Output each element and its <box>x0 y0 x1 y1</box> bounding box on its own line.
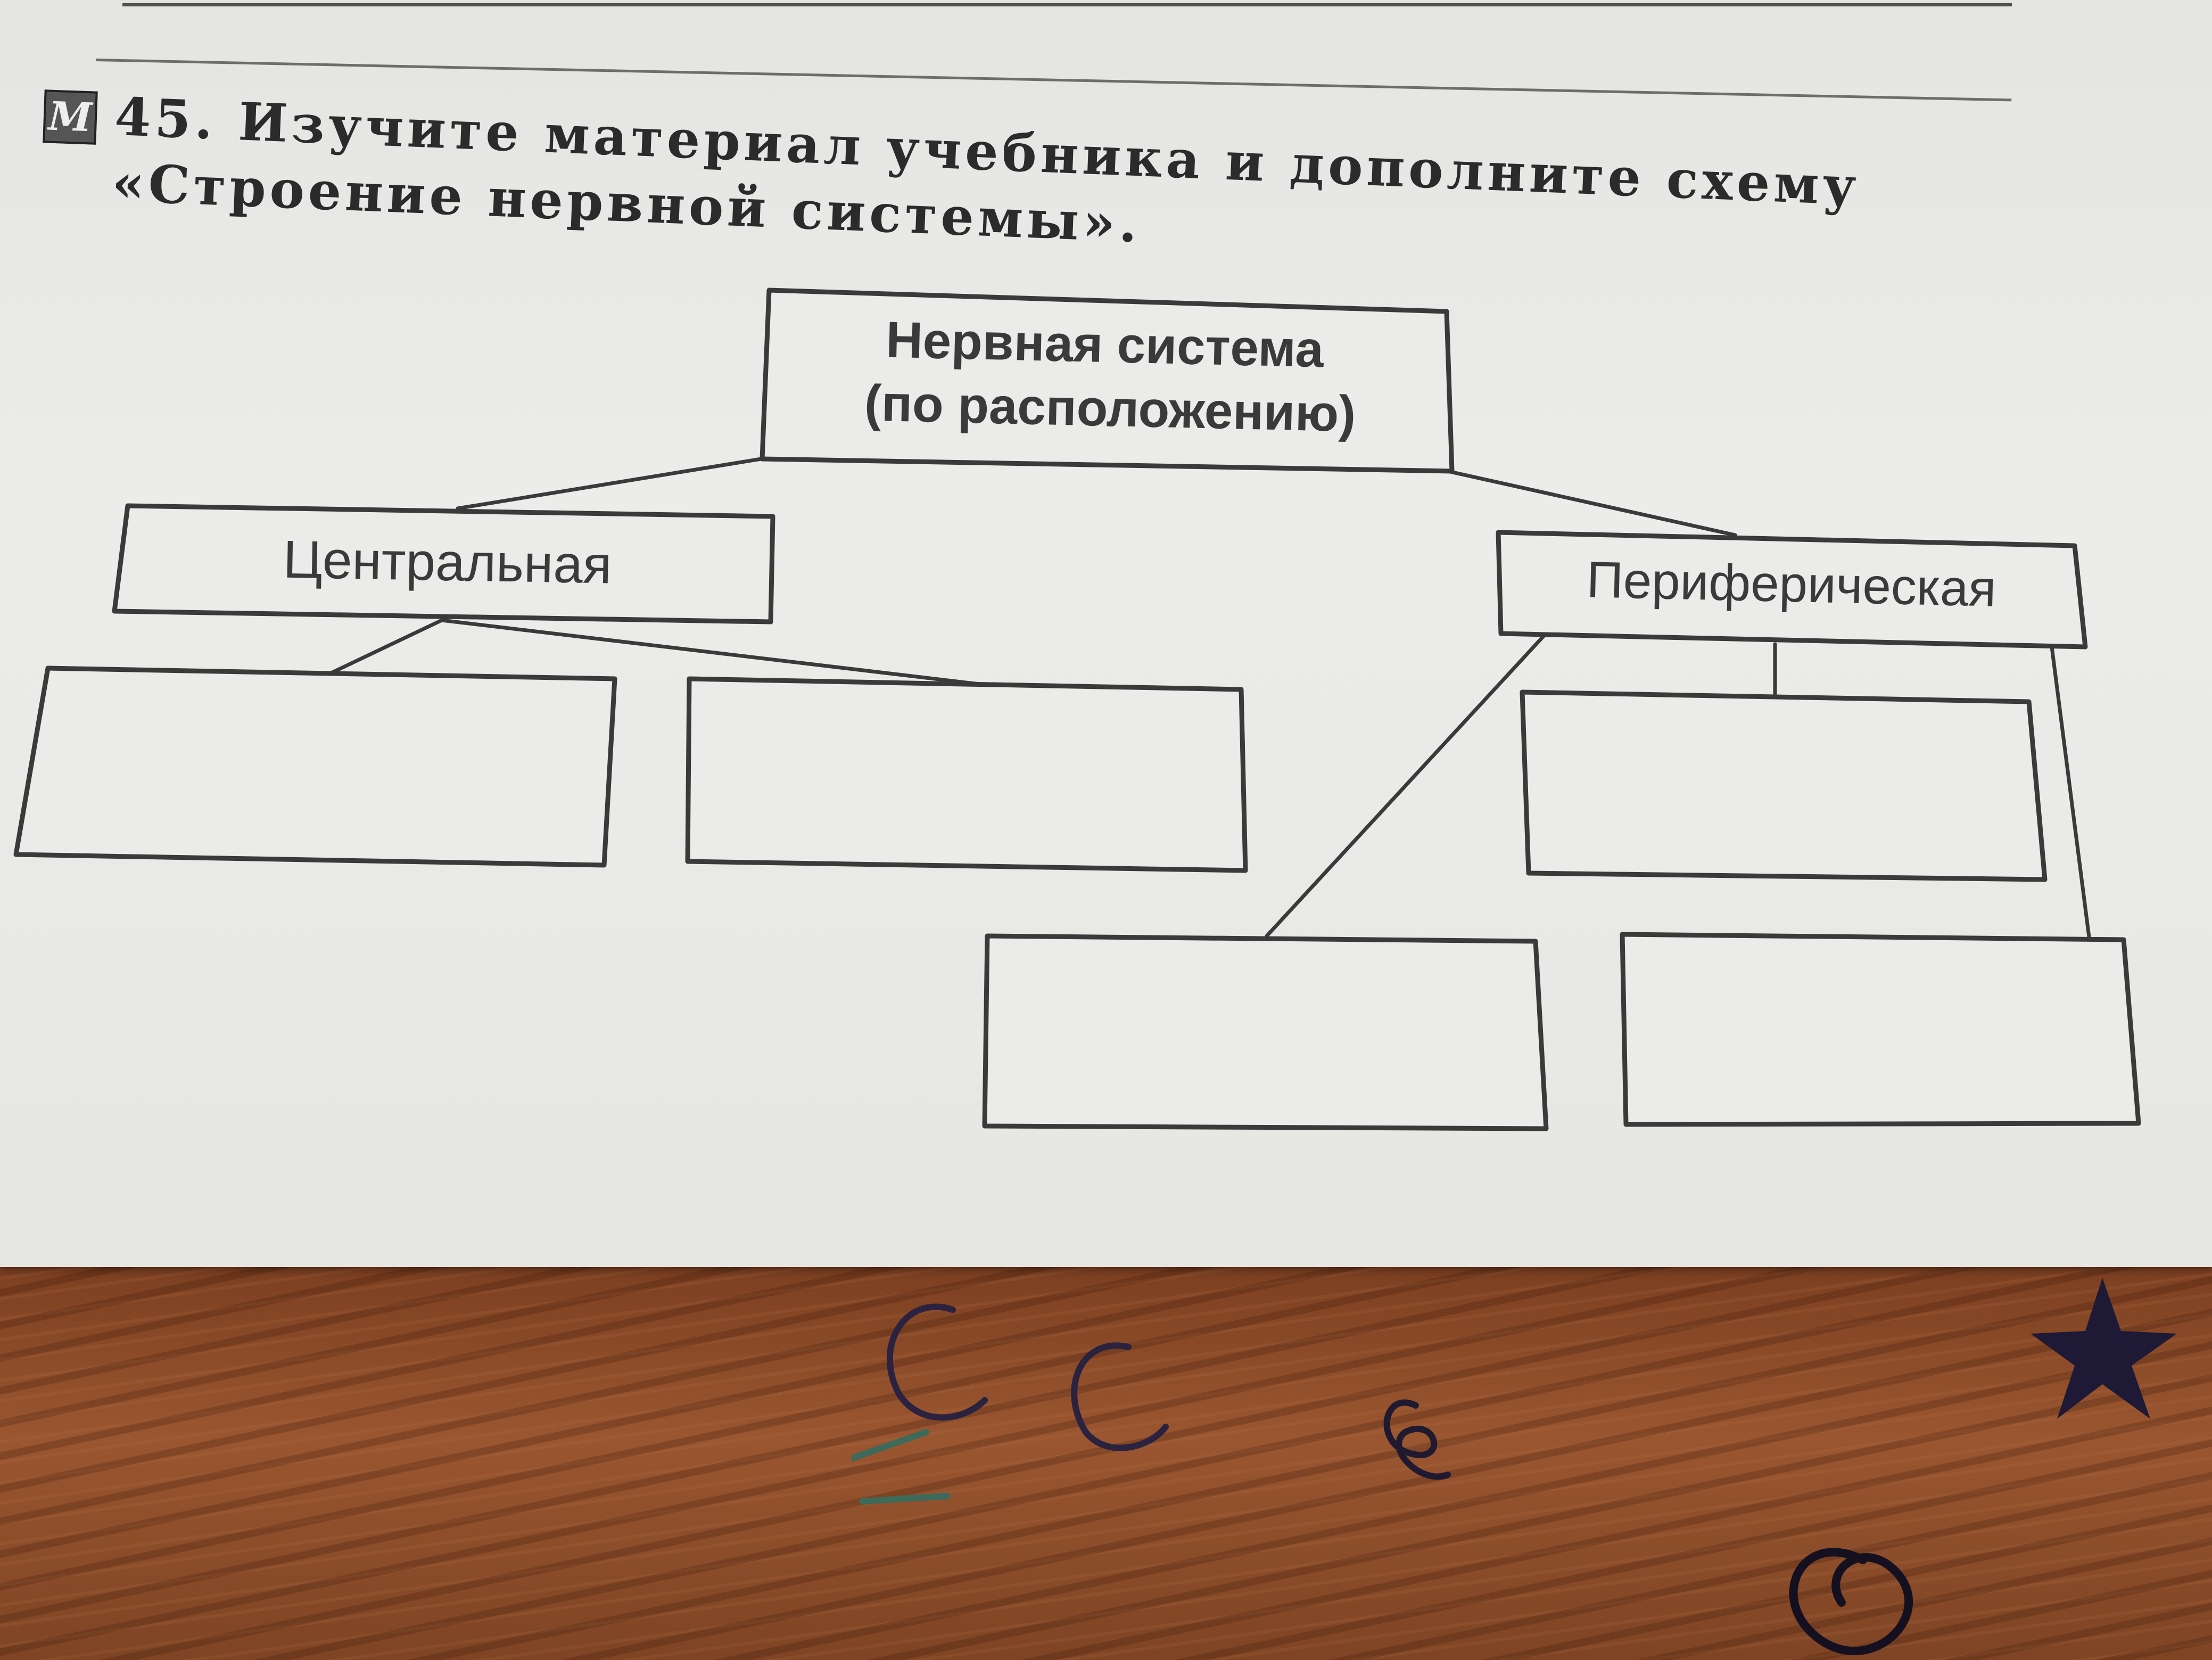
connector-root-peripheral <box>1446 469 1737 537</box>
doodle-scribble <box>1383 1399 1451 1480</box>
blank-box-1[interactable] <box>13 665 617 868</box>
blank-box-4[interactable] <box>1620 932 2141 1127</box>
central-box <box>112 503 775 624</box>
doodle-letter-c2 <box>1071 1342 1169 1451</box>
peripheral-box <box>1496 530 2088 650</box>
blank-box-3[interactable] <box>1520 689 2048 882</box>
top-rule <box>122 3 2012 6</box>
worksheet-page: М 45. Изучите материал учебника и дополн… <box>0 0 2212 1267</box>
blank-box-2[interactable] <box>685 676 1248 873</box>
doodle-loop <box>1789 1548 1913 1655</box>
star-icon <box>2031 1278 2177 1419</box>
nervous-system-diagram: Нервная система (по расположению) Центра… <box>13 287 2141 1131</box>
blank-box-5[interactable] <box>982 933 1549 1131</box>
connector-peripheral-blank5 <box>1265 634 1546 938</box>
connector-peripheral-blank4 <box>2050 645 2091 939</box>
doodle-green-line <box>852 1429 951 1505</box>
wooden-desk <box>0 1256 2212 1660</box>
central-label: Центральная <box>283 530 612 595</box>
root-title-line1: Нервная система <box>885 311 1324 379</box>
connector-root-central <box>456 457 763 511</box>
connector-central-blank2 <box>440 618 981 686</box>
peripheral-label: Периферическая <box>1586 551 1997 617</box>
root-box <box>760 287 1455 474</box>
root-title-line2: (по расположению) <box>864 375 1356 443</box>
doodle-letter-c <box>887 1303 988 1421</box>
connector-central-blank1 <box>328 618 444 676</box>
desk-doodles <box>852 1278 2177 1655</box>
